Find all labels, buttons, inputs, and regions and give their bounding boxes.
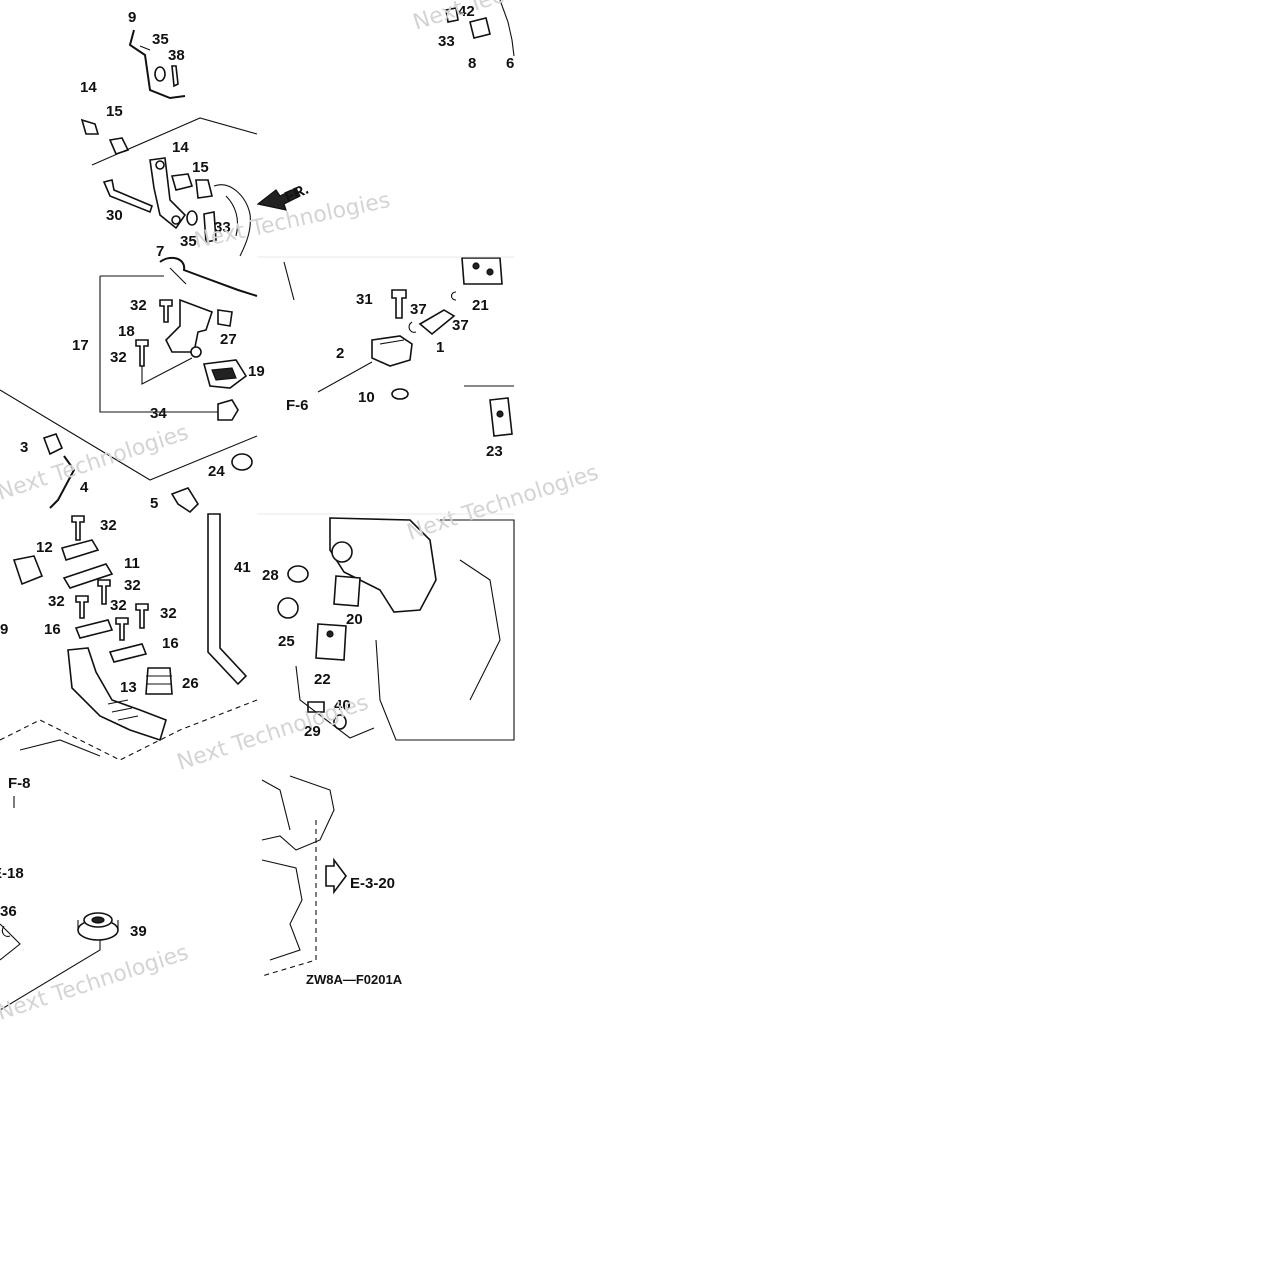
- callout-23: 23: [486, 443, 503, 460]
- tile-top-left: [80, 29, 301, 257]
- ref-e18: E-18: [0, 865, 24, 882]
- tile-seams: [257, 256, 514, 515]
- tile-bottom-left: [0, 796, 119, 1011]
- callout-16: 16: [44, 621, 61, 638]
- callout-32: 32: [160, 605, 177, 622]
- callout-10: 10: [358, 389, 375, 406]
- callout-6: 6: [506, 55, 514, 72]
- watermark: Next Technologies: [410, 0, 608, 36]
- callout-11: 11: [124, 555, 140, 572]
- callout-33: 33: [214, 219, 231, 236]
- callout-19: 19: [248, 363, 265, 380]
- callout-32: 32: [100, 517, 117, 534]
- callout-26: 26: [182, 675, 199, 692]
- callout-14: 14: [80, 79, 97, 96]
- callout-30: 30: [106, 207, 123, 224]
- callout-20: 20: [346, 611, 363, 628]
- callout-17: 17: [72, 337, 89, 354]
- watermarks: Next Technologies Next Technologies Next…: [0, 0, 608, 1026]
- callout-16: 16: [162, 635, 179, 652]
- callout-27: 27: [220, 331, 237, 348]
- callout-39: 39: [130, 923, 147, 940]
- ref-f8: F-8: [8, 775, 31, 792]
- callout-32: 32: [48, 593, 65, 610]
- watermark: Next Technologies: [404, 460, 602, 545]
- ref-f6: F-6: [286, 397, 309, 414]
- callout-13: 13: [120, 679, 137, 696]
- callout-41: 41: [234, 559, 251, 576]
- callout-3: 3: [20, 439, 28, 456]
- callout-32: 32: [124, 577, 141, 594]
- callout-14: 14: [172, 139, 189, 156]
- ref-front: FR.: [282, 181, 311, 206]
- callout-31: 31: [356, 291, 373, 308]
- tile-lower-center: [277, 517, 515, 741]
- callout-8: 8: [468, 55, 476, 72]
- callout-28: 28: [262, 567, 279, 584]
- callout-4: 4: [80, 479, 89, 496]
- callout-9: 9: [0, 621, 8, 638]
- callout-12: 12: [36, 539, 53, 556]
- tile-top-right: [445, 0, 515, 57]
- tile-mid-left: [0, 256, 373, 514]
- callout-32: 32: [110, 597, 127, 614]
- callout-29: 29: [304, 723, 321, 740]
- callout-1: 1: [436, 339, 444, 356]
- callout-24: 24: [208, 463, 225, 480]
- callout-32: 32: [110, 349, 127, 366]
- callout-21: 21: [472, 297, 489, 314]
- callout-40: 40: [334, 697, 351, 714]
- callout-15: 15: [192, 159, 209, 176]
- ref-e320: E-3-20: [350, 875, 395, 892]
- drawing-code: ZW8A—F0201A: [306, 972, 403, 987]
- callout-34: 34: [150, 405, 167, 422]
- callout-32: 32: [130, 297, 147, 314]
- tile-lower-left: [0, 513, 258, 761]
- callout-25: 25: [278, 633, 295, 650]
- callout-15: 15: [106, 103, 123, 120]
- tile-bottom-center: [261, 775, 347, 977]
- callout-37: 37: [452, 317, 469, 334]
- callout-22: 22: [314, 671, 331, 688]
- callout-42: 42: [458, 3, 475, 20]
- callout-2: 2: [336, 345, 344, 362]
- callouts: 9 35 38 14 15 14 15 30 7 35 33 42 33 8 6…: [0, 3, 514, 940]
- callout-9: 9: [128, 9, 136, 26]
- watermark: Next Technologies: [0, 420, 192, 505]
- callout-35: 35: [180, 233, 197, 250]
- callout-5: 5: [150, 495, 158, 512]
- callout-35: 35: [152, 31, 169, 48]
- callout-37: 37: [410, 301, 427, 318]
- callout-38: 38: [168, 47, 185, 64]
- callout-18: 18: [118, 323, 135, 340]
- tile-center: [283, 257, 514, 437]
- callout-7: 7: [156, 243, 164, 260]
- callout-33: 33: [438, 33, 455, 50]
- callout-36: 36: [0, 903, 17, 920]
- watermark: Next Technologies: [174, 690, 372, 775]
